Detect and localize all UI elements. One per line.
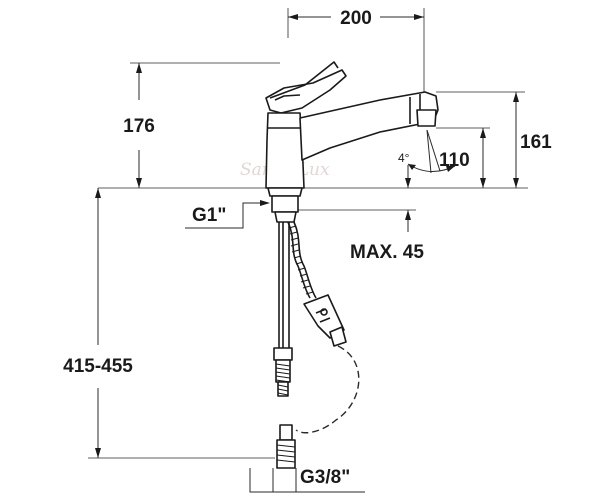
spout-outlet-height-label: 110 [439, 150, 470, 171]
max-deck-thickness-label: MAX. 45 [350, 242, 424, 263]
dimension-body-height: 176 [123, 62, 280, 188]
dimension-spout-top-height: 161 [436, 91, 552, 188]
callout-deck-thread: G1" [185, 200, 270, 229]
spout-top-height-label: 161 [520, 132, 552, 153]
dimension-overall-length: 415-455 [63, 188, 275, 459]
dimension-spout-outlet-height: 110 [436, 127, 490, 188]
body-height-label: 176 [123, 116, 155, 137]
dimension-spout-reach: 200 [287, 8, 425, 92]
bottom-connector [276, 424, 296, 469]
callout-hose-thread: G3/8" [249, 467, 365, 493]
deck-thread-label: G1" [192, 205, 226, 226]
dimension-spout-angle: 4° [398, 129, 456, 174]
pull-out-hose [287, 221, 360, 434]
spout-angle-label: 4° [398, 151, 410, 165]
mounting-shank [271, 195, 299, 348]
dimension-max-deck-thickness: MAX. 45 [298, 165, 424, 263]
faucet-body [265, 61, 439, 197]
hose-thread-label: G3/8" [300, 467, 350, 488]
spout-reach-label: 200 [340, 8, 372, 29]
supply-hose-fitting [273, 222, 293, 397]
overall-length-label: 415-455 [63, 356, 133, 377]
